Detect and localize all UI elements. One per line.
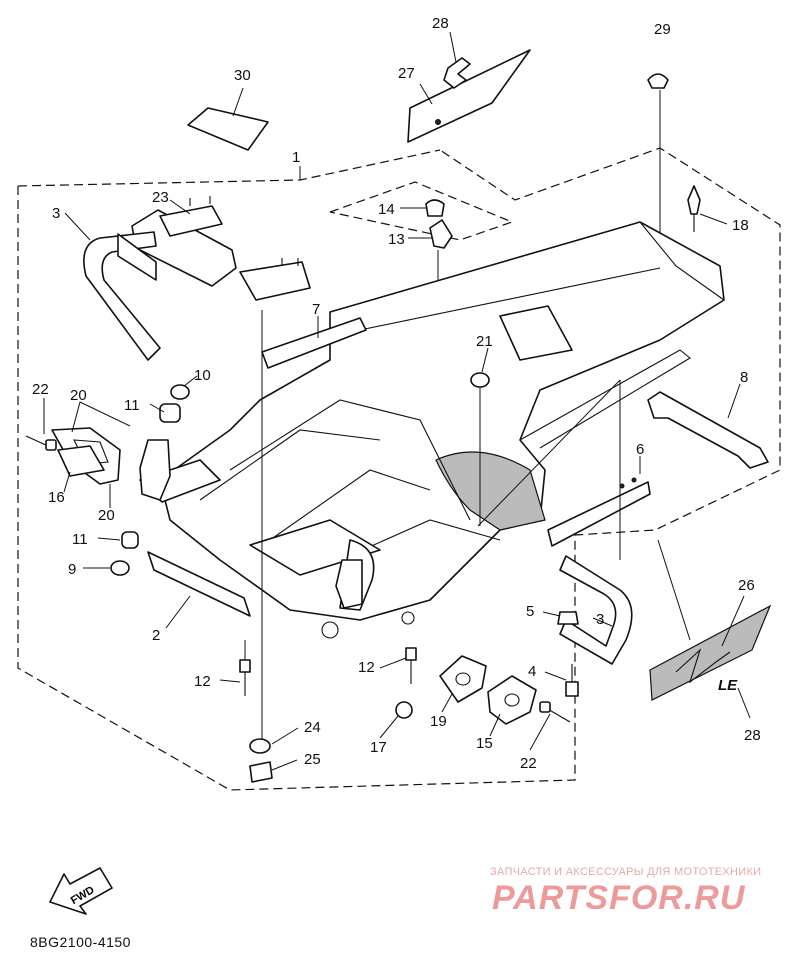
part-26-decal: LE [649,604,772,701]
callout-22-right: 22 [520,755,537,772]
callout-19: 19 [430,713,447,730]
callout-22-left: 22 [32,381,49,398]
part-21-grommet [470,372,490,526]
callout-12-left: 12 [194,673,211,690]
part-3-front-bumper [83,231,161,361]
part-6-rail [547,477,651,547]
part-8-rear-rail [647,391,769,469]
callout-20-low: 20 [98,507,115,524]
callout-20-top: 20 [70,387,87,404]
callout-13: 13 [388,231,405,248]
part-25-nut [249,761,273,783]
callout-6: 6 [636,441,644,458]
callout-8: 8 [740,369,748,386]
part-23-bracket [131,196,311,301]
callout-12-right: 12 [358,659,375,676]
part-9-bushing [110,560,130,576]
part-12-bolt-right [405,647,417,684]
watermark-brand: PARTSFOR.RU [492,879,746,917]
part-5-nut [557,611,579,625]
callout-11-top: 11 [124,397,140,414]
callout-1: 1 [292,149,300,166]
callout-11-low: 11 [72,531,88,548]
callout-29: 29 [654,21,671,38]
part-22-screw-left [25,435,57,451]
callout-2: 2 [152,627,160,644]
part-24-washer [249,738,271,754]
part-12-bolt-left [239,640,251,696]
callout-10: 10 [194,367,211,384]
leader-lines [43,166,751,771]
callout-28-bottom: 28 [744,727,761,744]
part-code: 8BG2100-4150 [30,934,131,950]
callout-28-top: 28 [432,15,449,32]
callout-7: 7 [312,301,320,318]
part-14-nut [425,199,445,217]
callout-3-front: 3 [52,205,60,222]
fwd-arrow-icon [49,867,113,915]
callout-26: 26 [738,577,755,594]
part-17-washer [395,701,413,719]
part-27-panel [407,49,531,143]
watermark-tagline: ЗАПЧАСТИ И АКСЕССУАРЫ ДЛЯ МОТОТЕХНИКИ [490,866,762,878]
callout-4: 4 [528,663,536,680]
part-1-chassis-frame [139,221,725,639]
part-11-bushing-top [159,403,181,423]
callout-numbers: 1 2 3 3 4 5 6 7 8 9 10 11 11 12 12 13 14… [32,15,761,772]
callout-18: 18 [732,217,749,234]
callout-5: 5 [526,603,534,620]
callout-27: 27 [398,65,415,82]
callout-24: 24 [304,719,321,736]
callout-3-rear: 3 [596,611,604,628]
part-3-rear-bumper [559,555,633,665]
callout-30: 30 [234,67,251,84]
part-7-rail [261,317,367,369]
part-11-bushing-low [121,531,139,549]
callout-17: 17 [370,739,387,756]
shock-mount [139,439,363,609]
part-2-front-rail [147,551,251,617]
callout-25: 25 [304,751,321,768]
part-18-pin [687,185,701,232]
part-15-mount [487,675,537,725]
callout-21: 21 [476,333,493,350]
part-30-decal-sheet [187,87,269,151]
part-4-bolt [565,664,579,697]
callout-16: 16 [48,489,65,506]
part-19-mount [439,655,487,703]
callout-23: 23 [152,189,169,206]
callout-9: 9 [68,561,76,578]
callout-15: 15 [476,735,493,752]
decal-le-text: LE [718,677,738,694]
part-22-screw-right [539,701,571,723]
part-16-bracket [57,445,105,477]
part-28-clip [443,31,471,89]
callout-14: 14 [378,201,395,218]
part-10-bushing [170,384,190,400]
